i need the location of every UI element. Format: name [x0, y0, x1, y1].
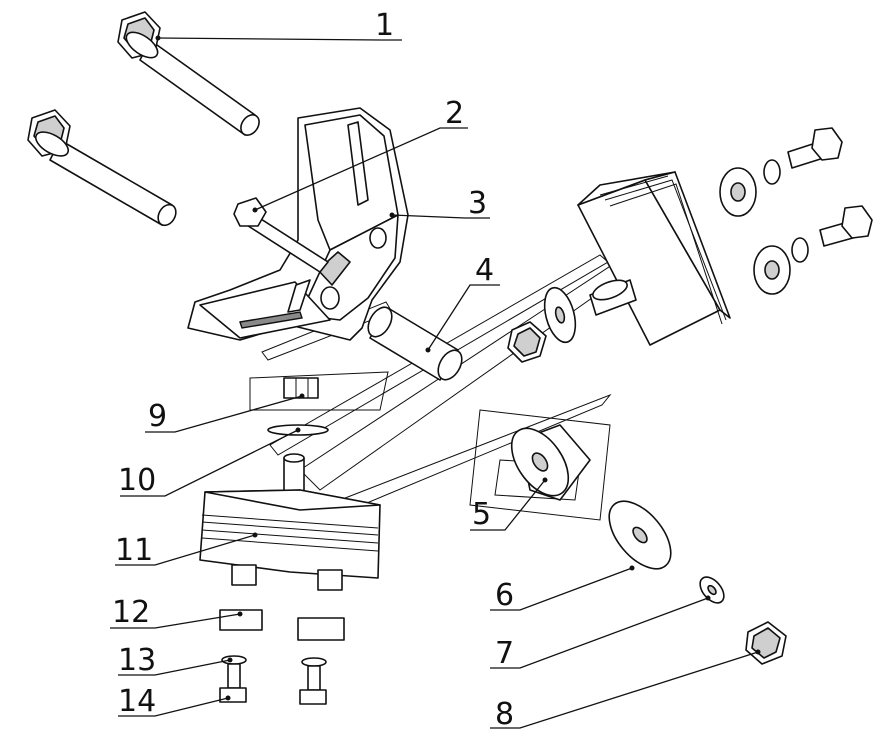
- callout-6: 6: [495, 578, 514, 613]
- block-washer: [543, 286, 577, 344]
- large-flat-washer: [608, 500, 672, 570]
- hex-nut: [745, 621, 787, 665]
- callout-9: 9: [148, 399, 167, 434]
- callout-13: 13: [118, 643, 156, 678]
- callout-12: 12: [112, 595, 150, 630]
- callout-14: 14: [118, 684, 156, 719]
- callout-3: 3: [468, 186, 487, 221]
- spacer-ring-right: [297, 617, 345, 641]
- callout-5: 5: [472, 497, 491, 532]
- callout-2: 2: [445, 96, 464, 131]
- mounting-bracket: [187, 107, 409, 341]
- callout-11: 11: [115, 533, 153, 568]
- callout-1: 1: [375, 8, 394, 43]
- lower-bolt-left: [219, 655, 247, 703]
- callout-4: 4: [475, 253, 494, 288]
- lower-bolt-right: [299, 657, 327, 705]
- lower-bushing-set: [753, 205, 873, 295]
- upper-bushing-set: [719, 127, 843, 217]
- block-nut: [507, 321, 547, 363]
- callout-dots: [155, 35, 761, 701]
- small-lock-washer: [699, 576, 725, 604]
- thick-spacer: [510, 424, 591, 501]
- flange-bolt-upper: [117, 11, 260, 136]
- leader-lines: [110, 37, 759, 729]
- rubber-mount-block: [577, 171, 731, 346]
- small-pin: [233, 197, 329, 273]
- callout-7: 7: [495, 636, 514, 671]
- shaft: [367, 306, 463, 381]
- callout-10: 10: [118, 463, 156, 498]
- flange-bolt-lower: [27, 109, 177, 227]
- lower-mount-block: [199, 453, 381, 591]
- callout-8: 8: [495, 697, 514, 732]
